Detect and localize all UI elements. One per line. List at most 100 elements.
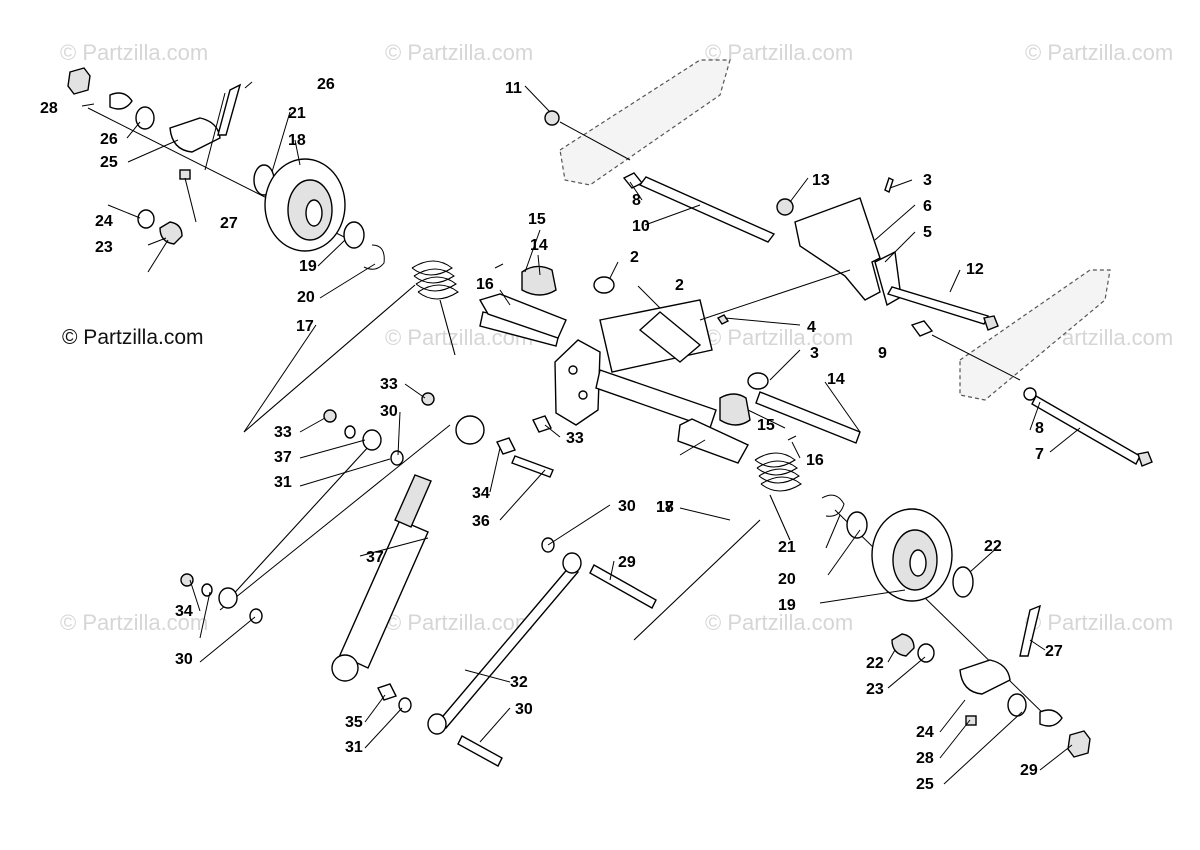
watermark: © Partzilla.com [1025,610,1173,635]
callout: 19 [778,597,796,614]
callout: 30 [380,403,398,420]
ring-20-upper [363,244,385,270]
bushing-32 [532,415,552,433]
right-bolts [1023,387,1153,467]
washer-lower-right [1039,709,1063,727]
bearing-19-lower [846,511,868,539]
callout: 25 [916,776,934,793]
bushing-34-upper [496,437,516,455]
callout: 23 [866,681,884,698]
callout: 31 [345,739,363,756]
callout: 5 [923,224,932,241]
shock-eye-lower [331,654,359,682]
callout: 35 [345,714,363,731]
watermark: © Partzilla.com [705,610,853,635]
washer-12 [776,198,794,216]
callout: 8 [632,192,641,209]
bushing-37-lower [218,587,238,609]
shaft-9 [638,176,776,243]
callout: 18 [656,499,674,516]
callout: 23 [95,239,113,256]
callout: 33 [274,424,292,441]
callout: 13 [812,172,830,189]
nut-33-b [323,409,337,423]
callout: 24 [95,213,113,230]
callout: 16 [806,452,824,469]
nut-33-c [180,573,194,587]
rail-upper [559,59,731,186]
callout: 27 [220,215,238,232]
ring-15-lower [787,435,797,441]
watermark: © Partzilla.com [60,40,208,65]
spacer-22-upper [159,221,183,245]
callout: 2 [630,249,639,266]
callout: 3 [810,345,819,362]
callout: 30 [618,498,636,515]
callout: 20 [297,289,315,306]
watermarks: © Partzilla.com © Partzilla.com © Partzi… [60,40,1173,635]
bolt-6 [1031,395,1141,465]
callout-numbers: 2 2 3 3 4 5 6 7 8 8 9 10 11 12 13 14 14 … [40,76,1063,793]
bushing-34-lower [377,683,397,701]
callout: 16 [476,276,494,293]
callout: 21 [778,539,796,556]
spring-17-upper [243,260,459,433]
spacer-22-lower [891,633,915,657]
callout: 28 [40,100,58,117]
washer-upper-left [109,92,133,110]
watermark: © Partzilla.com [705,325,853,350]
rail-lower [959,269,1111,401]
callout: 22 [866,655,884,672]
callout: 33 [380,376,398,393]
nut-27-lower [965,715,977,726]
spring-17-lower [633,452,802,641]
watermark: © Partzilla.com [385,610,533,635]
callout: 15 [757,417,775,434]
bushing-25-lower [1007,693,1027,717]
bolt-11 [886,286,989,325]
callout: 15 [528,211,546,228]
callout: 4 [807,319,816,336]
leader-lines [81,81,1081,785]
callout: 19 [299,258,317,275]
bushing-30-a [390,450,404,466]
ring-15-upper [494,263,504,269]
callout: 27 [1045,643,1063,660]
link-31-right [436,565,580,729]
callout: 25 [100,154,118,171]
nut-33-a [421,392,435,406]
bolt-35 [511,455,554,478]
shock-36 [339,519,429,669]
callout: 29 [618,554,636,571]
callout: 26 [100,131,118,148]
callout: 11 [505,80,522,97]
callout: 2 [675,277,684,294]
callout: 21 [288,105,306,122]
bushing-30-c [249,608,263,624]
callout: 7 [1035,446,1044,463]
shock-and-links [180,392,657,767]
callout: 17 [656,499,674,516]
callout: 37 [274,449,292,466]
callout: 10 [632,218,650,235]
bolt-26-upper [217,83,242,136]
callout: 22 [984,538,1002,555]
callout: 34 [472,485,490,502]
bushing-2-lower [747,372,769,390]
callout: 32 [510,674,528,691]
bolt-26-lower [1019,604,1041,657]
watermark: © Partzilla.com [60,610,208,635]
mount-plate [554,339,601,426]
bushing-37-upper [362,429,382,451]
bolt-28-lower [1067,730,1091,758]
washer-23-lower [917,643,935,663]
callout: 30 [515,701,533,718]
crossbar-lower [595,369,717,429]
callout: 36 [472,513,490,530]
screw-3-upper [884,177,894,193]
bearing-21-lower [952,566,974,598]
callout: 24 [916,724,934,741]
callout: 29 [1020,762,1038,779]
callout: 14 [530,237,548,254]
